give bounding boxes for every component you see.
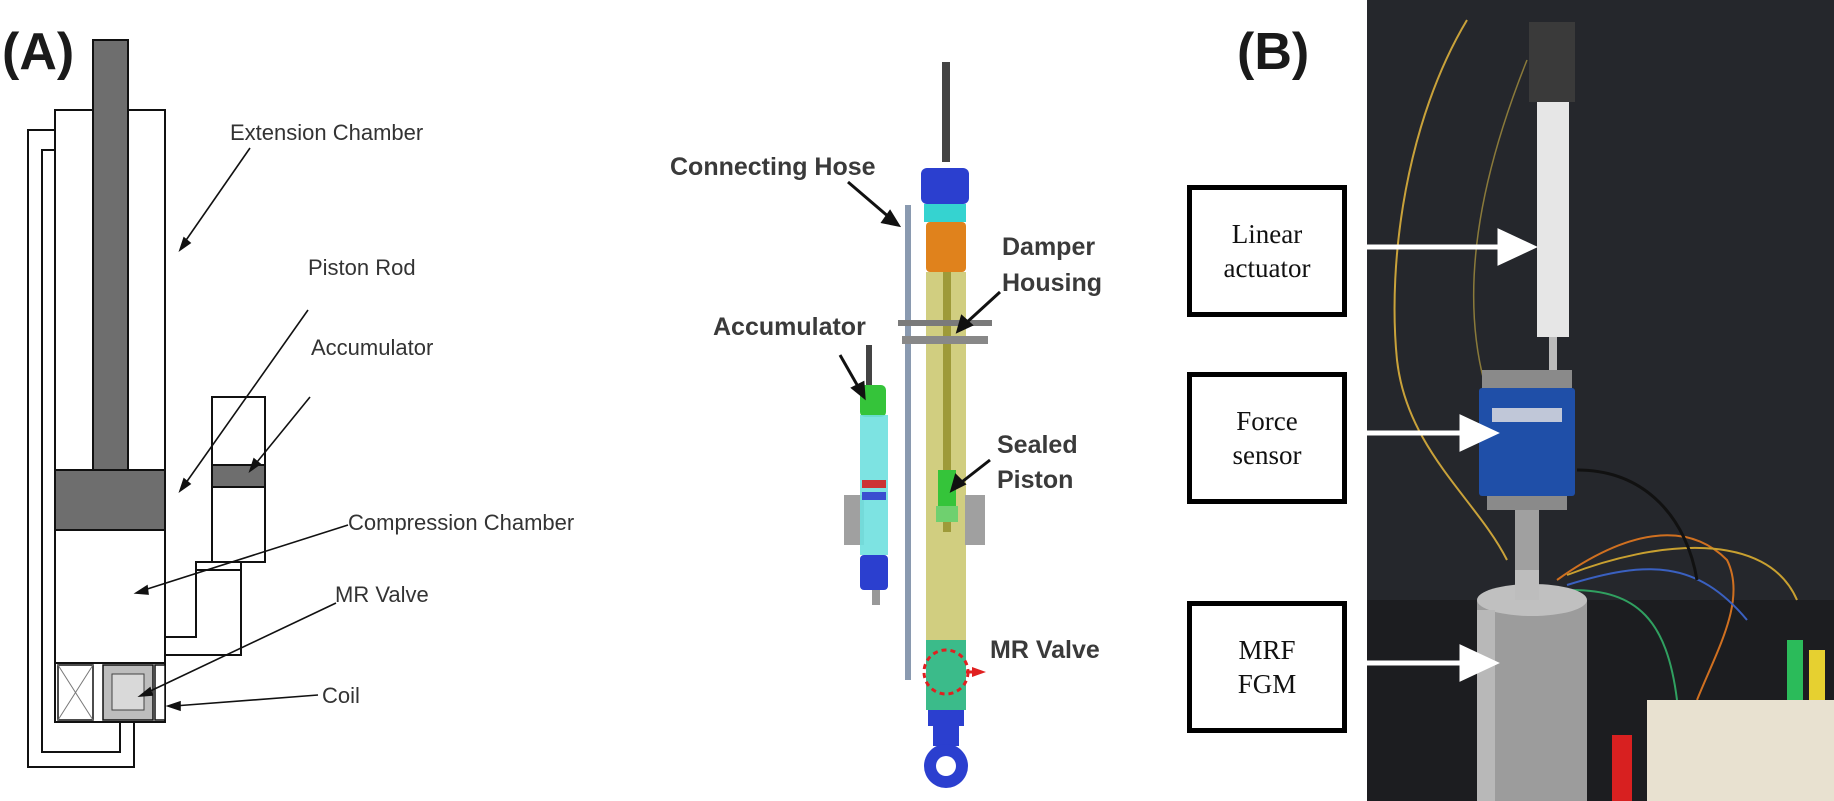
linear-actuator-text-2: actuator — [1223, 253, 1311, 283]
accumulator-label: Accumulator — [311, 335, 434, 360]
test-rig-photo-drawing — [1367, 0, 1834, 801]
connecting-hose-label: Connecting Hose — [670, 153, 876, 181]
coil-right-box — [154, 664, 166, 721]
return-line-inner — [41, 149, 121, 753]
model-accumulator-label: Accumulator — [713, 313, 866, 341]
mrf-fgm-callout: MRF FGM — [1187, 601, 1347, 733]
coil-label: Coil — [322, 683, 360, 708]
model-mr-valve-label: MR Valve — [990, 636, 1100, 664]
piston-rod-shape — [92, 39, 129, 471]
mrf-fgm-text-2: FGM — [1237, 669, 1297, 699]
linear-actuator-text-1: Linear — [1231, 219, 1303, 249]
force-sensor-callout: Force sensor — [1187, 372, 1347, 504]
piston-head-shape — [54, 469, 166, 531]
return-line-outer — [27, 129, 135, 768]
linear-actuator-callout: Linear actuator — [1187, 185, 1347, 317]
extension-chamber-label: Extension Chamber — [230, 120, 424, 145]
sealed-piston-label-2: Piston — [997, 466, 1074, 494]
panel-b-label: (B) — [1237, 23, 1310, 81]
damper-housing-label-1: Damper — [1002, 233, 1096, 261]
damper-3d-model — [838, 62, 1002, 788]
mrf-fgm-text-1: MRF — [1238, 635, 1296, 665]
force-sensor-text-2: sensor — [1232, 440, 1302, 470]
panel-a-label: (A) — [2, 23, 75, 81]
test-rig-photo — [1367, 0, 1834, 801]
force-sensor-text-1: Force — [1236, 406, 1298, 436]
compression-chamber-label: Compression Chamber — [348, 510, 575, 535]
damper-housing-label-2: Housing — [1002, 269, 1102, 297]
accumulator-piston — [211, 464, 266, 488]
sealed-piston-label-1: Sealed — [997, 431, 1078, 459]
mr-valve-label: MR Valve — [335, 582, 429, 607]
piston-rod-label: Piston Rod — [308, 255, 416, 280]
